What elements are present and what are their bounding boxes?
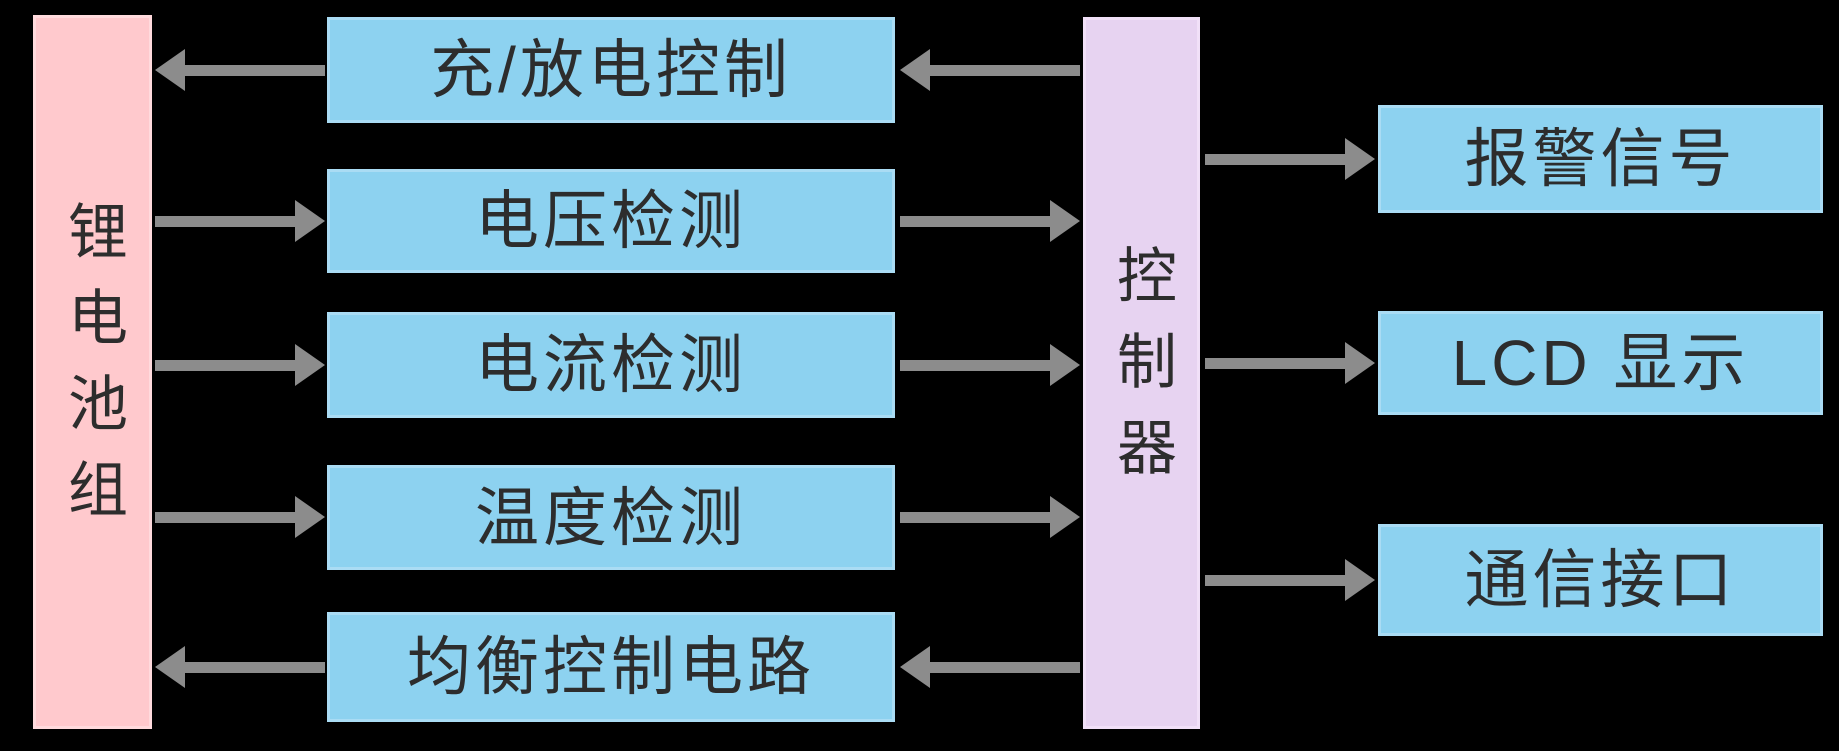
arrow-head-left-icon xyxy=(155,49,185,91)
arrow-controller-to-balance-circuit xyxy=(900,645,1080,689)
arrow-head-right-icon xyxy=(295,344,325,386)
output-label: 报警信号 xyxy=(1464,123,1737,195)
arrow-battery-to-voltage-detection xyxy=(155,199,325,243)
module-box-voltage-detection: 电压检测 xyxy=(327,169,895,273)
arrow-current-detection-to-controller xyxy=(900,343,1080,387)
arrow-controller-to-alarm-signal xyxy=(1205,137,1375,181)
arrow-shaft xyxy=(185,661,325,673)
output-label: 通信接口 xyxy=(1464,544,1737,616)
arrow-head-left-icon xyxy=(155,646,185,688)
output-box-alarm-signal: 报警信号 xyxy=(1378,105,1823,213)
arrow-controller-to-charge-control xyxy=(900,48,1080,92)
arrow-head-right-icon xyxy=(1050,344,1080,386)
output-box-communication-interface: 通信接口 xyxy=(1378,524,1823,636)
battery-pack-box: 锂电池组 xyxy=(33,15,152,729)
arrow-balance-circuit-to-battery xyxy=(155,645,325,689)
module-box-temperature-detection: 温度检测 xyxy=(327,465,895,570)
arrow-head-left-icon xyxy=(900,646,930,688)
arrow-shaft xyxy=(930,64,1080,76)
module-label: 电压检测 xyxy=(475,185,747,257)
arrow-head-right-icon xyxy=(1345,342,1375,384)
arrow-temperature-detection-to-controller xyxy=(900,495,1080,539)
arrow-controller-to-communication-interface xyxy=(1205,558,1375,602)
module-box-current-detection: 电流检测 xyxy=(327,312,895,418)
arrow-battery-to-temperature-detection xyxy=(155,495,325,539)
arrow-voltage-detection-to-controller xyxy=(900,199,1080,243)
arrow-head-right-icon xyxy=(1345,559,1375,601)
module-box-charge-discharge-control: 充/放电控制 xyxy=(327,17,895,123)
arrow-controller-to-lcd-display xyxy=(1205,341,1375,385)
battery-pack-label: 锂电池组 xyxy=(59,200,127,544)
arrow-battery-to-current-detection xyxy=(155,343,325,387)
arrow-shaft xyxy=(900,511,1050,523)
arrow-head-right-icon xyxy=(295,496,325,538)
controller-label: 控制器 xyxy=(1108,244,1176,502)
arrow-shaft xyxy=(900,215,1050,227)
arrow-head-right-icon xyxy=(1050,496,1080,538)
module-box-balance-control-circuit: 均衡控制电路 xyxy=(327,612,895,722)
arrow-head-right-icon xyxy=(1050,200,1080,242)
arrow-shaft xyxy=(900,359,1050,371)
output-box-lcd-display: LCD 显示 xyxy=(1378,311,1823,415)
arrow-head-left-icon xyxy=(900,49,930,91)
arrow-shaft xyxy=(155,511,295,523)
arrow-shaft xyxy=(185,64,325,76)
module-label: 均衡控制电路 xyxy=(407,631,815,703)
arrow-shaft xyxy=(1205,153,1345,165)
arrow-head-right-icon xyxy=(1345,138,1375,180)
module-label: 充/放电控制 xyxy=(430,34,792,106)
arrow-shaft xyxy=(1205,574,1345,586)
arrow-shaft xyxy=(155,215,295,227)
arrow-shaft xyxy=(155,359,295,371)
module-label: 温度检测 xyxy=(475,481,747,554)
module-label: 电流检测 xyxy=(475,329,747,401)
controller-box: 控制器 xyxy=(1083,17,1200,729)
output-label: LCD 显示 xyxy=(1451,327,1750,399)
arrow-charge-control-to-battery xyxy=(155,48,325,92)
arrow-shaft xyxy=(930,661,1080,673)
arrow-shaft xyxy=(1205,357,1345,369)
arrow-head-right-icon xyxy=(295,200,325,242)
